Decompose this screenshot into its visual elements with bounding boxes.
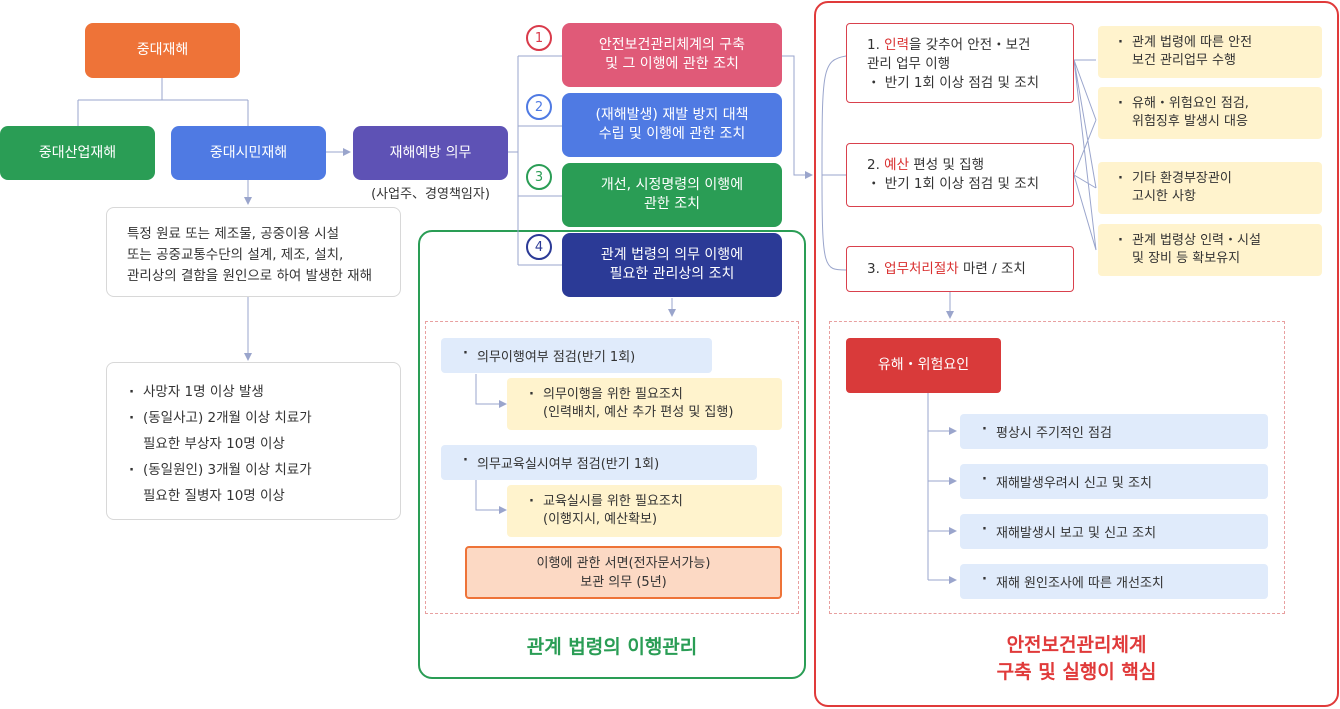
criteria-line: (동일사고) 2개월 이상 치료가 [143, 410, 312, 426]
item1-line2: 관리 업무 이행 [867, 56, 951, 72]
note-line: 유해・위험요인 점검, [1118, 95, 1322, 113]
hazard-item-label: 재해 원인조사에 따른 개선조치 [982, 572, 1164, 591]
compliance-dashed-area [425, 321, 799, 614]
duty-number-2: 2 [526, 94, 552, 120]
education-action-box: 교육실시를 위한 필요조치 (이행지시, 예산확보) [507, 485, 782, 537]
note-line: 위험징후 발생시 대응 [1132, 114, 1248, 129]
hazard-node: 유해・위험요인 [846, 338, 1001, 393]
hazard-item-1: 평상시 주기적인 점검 [960, 414, 1268, 449]
obligation-action-line: (인력배치, 예산 추가 편성 및 집행) [543, 405, 734, 420]
duty-number-1: 1 [526, 25, 552, 51]
compliance-title: 관계 법령의 이행관리 [526, 636, 698, 658]
check-obligation-box: 의무이행여부 점검(반기 1회) [441, 338, 712, 373]
obligation-action-line: 의무이행을 위한 필요조치 [529, 386, 782, 404]
document-keep-box: 이행에 관한 서면(전자문서가능) 보관 의무 (5년) [465, 546, 782, 599]
hazard-item-3: 재해발생시 보고 및 신고 조치 [960, 514, 1268, 549]
civil-definition-line: 특정 원료 또는 제조물, 공중이용 시설 [127, 226, 340, 242]
criteria-card: 사망자 1명 이상 발생 (동일사고) 2개월 이상 치료가 필요한 부상자 1… [106, 362, 401, 520]
duty-line: 안전보건관리체계의 구축 [598, 37, 746, 53]
system-title-line: 안전보건관리체계 [1006, 634, 1147, 656]
industrial-accident-node: 중대산업재해 [0, 126, 155, 180]
system-note-1: 관계 법령에 따른 안전보건 관리업무 수행 [1098, 26, 1322, 78]
check-education-box: 의무교육실시여부 점검(반기 1회) [441, 445, 757, 480]
duty-line: 관계 법령의 의무 이행에 [600, 247, 744, 263]
item1-text: 을 갖추어 안전・보건 [909, 37, 1031, 53]
check-obligation-label: 의무이행여부 점검(반기 1회) [463, 346, 635, 365]
civil-accident-node: 중대시민재해 [171, 126, 326, 180]
prevention-duty-subtitle: (사업주、경영책임자) [371, 187, 490, 202]
document-keep-line: 보관 의무 (5년) [580, 574, 667, 590]
duty-line: (재해발생) 재발 방지 대책 [595, 107, 749, 123]
check-education-label: 의무교육실시여부 점검(반기 1회) [463, 453, 659, 472]
criteria-item: (동일원인) 3개월 이상 치료가 필요한 질병자 10명 이상 [129, 457, 400, 509]
civil-definition-line: 관리상의 결함을 원인으로 하여 발생한 재해 [127, 268, 373, 284]
system-note-4: 관계 법령상 인력・시설및 장비 등 확보유지 [1098, 224, 1322, 276]
duty-number-3: 3 [526, 164, 552, 190]
duty-line: 개선, 시정명령의 이행에 [600, 177, 744, 193]
item2-text: 편성 및 집행 [909, 157, 984, 173]
civil-definition-card: 특정 원료 또는 제조물, 공중이용 시설 또는 공중교통수단의 설계, 제조,… [106, 207, 401, 297]
note-line: 기타 환경부장관이 [1118, 170, 1322, 188]
civil-definition-line: 또는 공중교통수단의 설계, 제조, 설치, [127, 247, 344, 263]
duty-number-4: 4 [526, 234, 552, 260]
item3-prefix: 3. [867, 261, 885, 277]
obligation-action-box: 의무이행을 위한 필요조치 (인력배치, 예산 추가 편성 및 집행) [507, 378, 782, 430]
item2-line2: ・ 반기 1회 이상 점검 및 조치 [867, 176, 1040, 192]
criteria-line: 사망자 1명 이상 발생 [143, 384, 264, 400]
duty-line: 및 그 이행에 관한 조치 [605, 56, 739, 72]
system-item-2: 2. 예산 편성 및 집행 ・ 반기 1회 이상 점검 및 조치 [846, 143, 1074, 207]
criteria-line: 필요한 부상자 10명 이상 [143, 436, 285, 452]
hazard-item-4: 재해 원인조사에 따른 개선조치 [960, 564, 1268, 599]
hazard-item-2: 재해발생우려시 신고 및 조치 [960, 464, 1268, 499]
note-line: 관계 법령에 따른 안전 [1118, 34, 1322, 52]
note-line: 고시한 사항 [1132, 189, 1196, 204]
system-item-3: 3. 업무처리절차 마련 / 조치 [846, 246, 1074, 292]
item2-highlight: 예산 [884, 157, 910, 173]
criteria-item: 사망자 1명 이상 발생 [129, 379, 400, 405]
prevention-duty-node: 재해예방 의무 [353, 126, 508, 180]
duty-line: 수립 및 이행에 관한 조치 [598, 126, 746, 142]
item3-text: 마련 / 조치 [958, 261, 1026, 277]
item3-highlight: 업무처리절차 [884, 261, 959, 277]
duty-line: 필요한 관리상의 조치 [609, 266, 735, 282]
item2-prefix: 2. [867, 157, 885, 173]
hazard-item-label: 평상시 주기적인 점검 [982, 422, 1112, 441]
system-item-1: 1. 인력을 갖추어 안전・보건 관리 업무 이행 ・ 반기 1회 이상 점검 … [846, 23, 1074, 103]
item1-prefix: 1. [867, 37, 885, 53]
education-action-line: (이행지시, 예산확보) [543, 512, 658, 527]
note-line: 및 장비 등 확보유지 [1132, 251, 1241, 266]
item1-line3: ・ 반기 1회 이상 점검 및 조치 [867, 75, 1040, 91]
item1-highlight: 인력 [884, 37, 910, 53]
criteria-line: (동일원인) 3개월 이상 치료가 [143, 462, 312, 478]
education-action-line: 교육실시를 위한 필요조치 [529, 493, 782, 511]
document-keep-line: 이행에 관한 서면(전자문서가능) [536, 555, 711, 571]
system-note-2: 유해・위험요인 점검,위험징후 발생시 대응 [1098, 87, 1322, 139]
criteria-line: 필요한 질병자 10명 이상 [143, 488, 285, 504]
criteria-item: (동일사고) 2개월 이상 치료가 필요한 부상자 10명 이상 [129, 405, 400, 457]
root-node: 중대재해 [85, 23, 240, 78]
note-line: 관계 법령상 인력・시설 [1118, 232, 1322, 250]
hazard-dashed-area [829, 321, 1285, 614]
system-title: 안전보건관리체계 구축 및 실행이 핵심 [814, 632, 1339, 686]
system-title-line: 구축 및 실행이 핵심 [996, 661, 1157, 683]
note-line: 보건 관리업무 수행 [1132, 53, 1236, 68]
duty-line: 관한 조치 [644, 196, 700, 212]
hazard-item-label: 재해발생시 보고 및 신고 조치 [982, 522, 1156, 541]
hazard-item-label: 재해발생우려시 신고 및 조치 [982, 472, 1152, 491]
